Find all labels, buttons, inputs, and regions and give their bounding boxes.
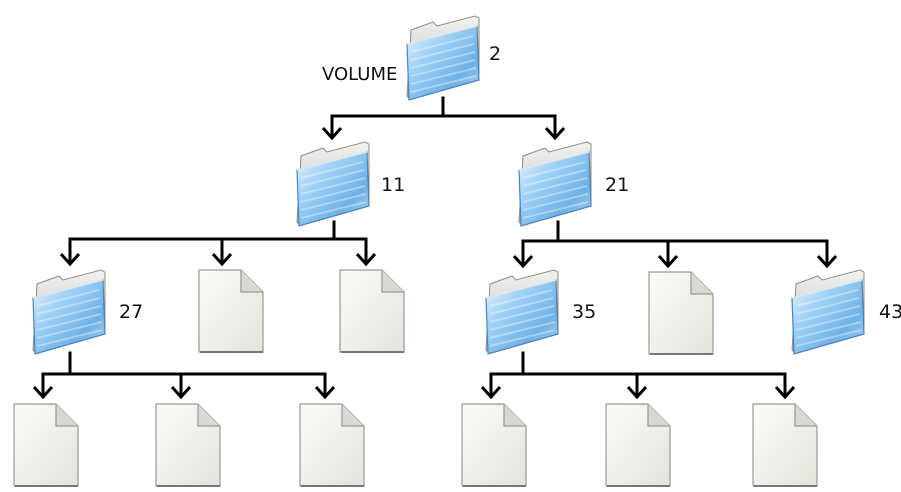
document-icon[interactable] <box>197 268 265 358</box>
document-icon[interactable] <box>298 402 366 492</box>
node-label: 21 <box>605 174 630 196</box>
folder-icon[interactable] <box>515 140 595 232</box>
document-icon[interactable] <box>647 270 715 360</box>
node-label: 2 <box>489 43 502 65</box>
connector-n21 <box>521 220 829 267</box>
folder-icon[interactable] <box>403 14 483 106</box>
root-volume-label: VOLUME <box>322 64 398 85</box>
folder-icon[interactable] <box>482 268 562 360</box>
connector-n27 <box>41 351 327 398</box>
document-icon[interactable] <box>460 402 528 492</box>
arrowheads <box>32 126 838 400</box>
document-icon[interactable] <box>12 402 80 492</box>
document-icon[interactable] <box>751 402 819 492</box>
node-label: 43 <box>879 301 901 323</box>
node-label: 27 <box>119 301 144 323</box>
document-icon[interactable] <box>154 402 222 492</box>
folder-icon[interactable] <box>788 268 868 360</box>
node-label: 35 <box>572 301 597 323</box>
folder-icon[interactable] <box>293 140 373 232</box>
connector-n2 <box>330 96 557 139</box>
document-icon[interactable] <box>338 268 406 358</box>
document-icon[interactable] <box>604 402 672 492</box>
connector-n11 <box>68 220 368 265</box>
connector-n35 <box>489 351 787 398</box>
folder-icon[interactable] <box>29 268 109 360</box>
node-label: 11 <box>381 174 406 196</box>
